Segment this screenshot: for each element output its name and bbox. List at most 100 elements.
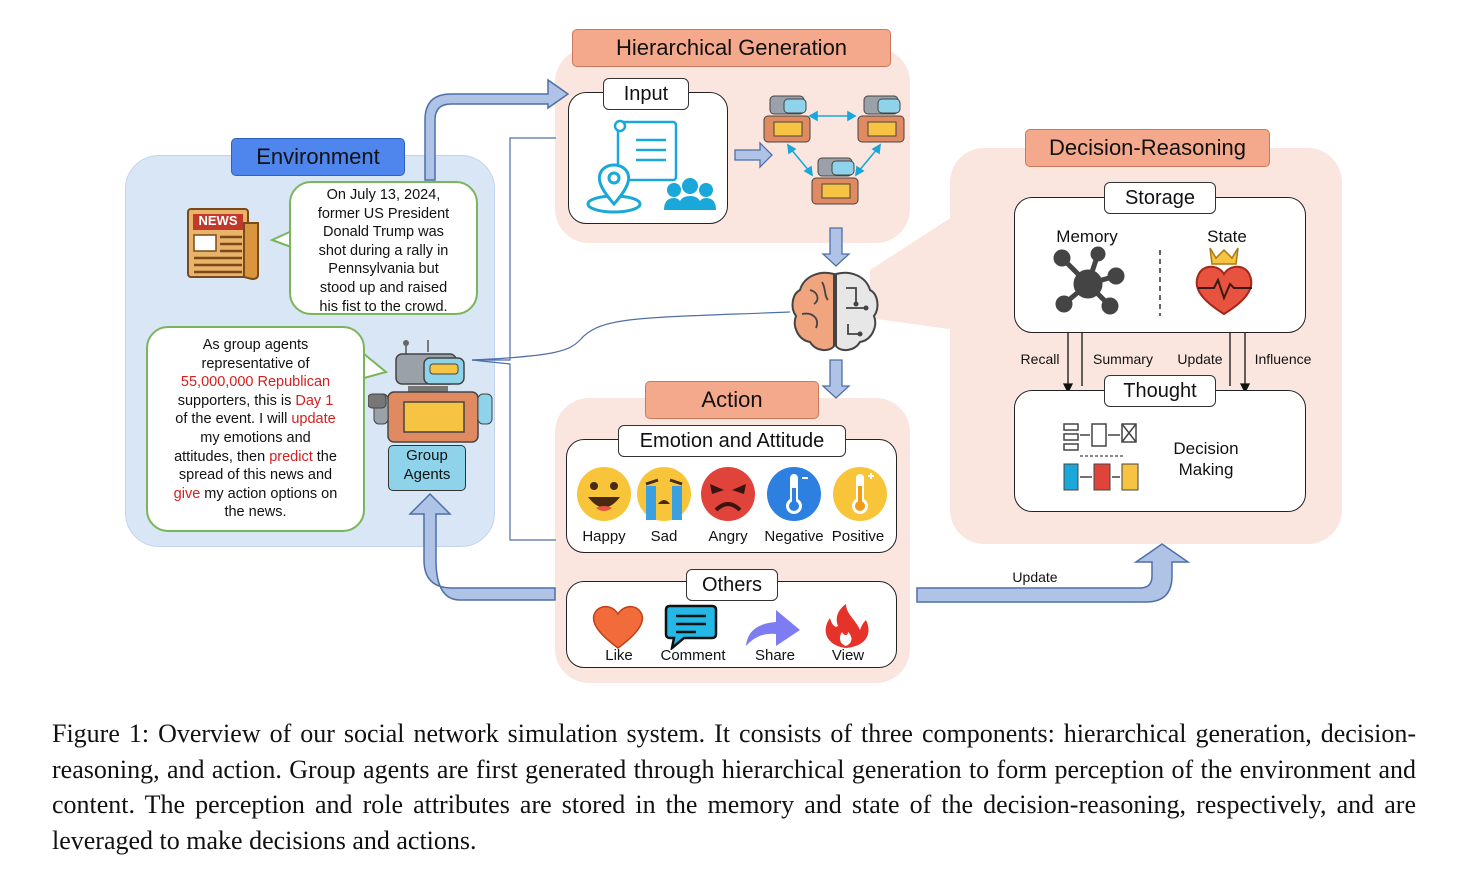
summary-label: Summary — [1093, 351, 1153, 367]
agent-bubble: As group agents representative of 55,000… — [146, 326, 365, 532]
agent-line: spread of this news and — [178, 467, 333, 484]
hierarchical-generation-title: Hierarchical Generation — [572, 29, 891, 67]
state-update-label: Update — [1177, 351, 1223, 367]
others-action-label: Like — [605, 647, 633, 664]
emotion-label: Positive — [831, 528, 885, 545]
agent-line-action — [471, 359, 556, 541]
thought-label: Thought — [1104, 375, 1216, 407]
agent-line: attitudes, then predict the — [148, 448, 363, 467]
others-action-label: Share — [754, 647, 796, 664]
agent-text: my action options on — [200, 485, 338, 502]
agent-text-highlight: Day 1 — [295, 392, 334, 409]
agent-line-brain — [471, 311, 791, 361]
emotion-label: Negative — [764, 528, 824, 545]
action-title: Action — [645, 381, 819, 419]
decision-reasoning-title: Decision-Reasoning — [1025, 129, 1270, 167]
storage-label: Storage — [1104, 182, 1216, 214]
news-line: Pennsylvania but — [328, 261, 439, 278]
agent-line: As group agents — [202, 337, 309, 353]
news-line: shot during a rally in — [318, 242, 449, 259]
storage-icons — [1053, 246, 1253, 316]
robot-network-arrows — [787, 110, 881, 177]
emotion-attitude-label: Emotion and Attitude — [618, 425, 846, 457]
others-action-label: View — [831, 647, 865, 664]
update-arrow — [916, 543, 1191, 603]
emotion-label: Sad — [650, 528, 678, 545]
decision-making-line: Decision — [1173, 439, 1239, 458]
others-label: Others — [686, 569, 778, 601]
news-bubble: On July 13, 2024, former US President Do… — [289, 181, 478, 315]
angry-icon — [701, 467, 755, 521]
group-agents-robot-icon — [368, 340, 493, 443]
group-agents-label-line: Group — [406, 447, 448, 464]
newspaper-icon — [187, 208, 259, 281]
agent-line-highlight: 55,000,000 Republican — [180, 374, 331, 391]
group-agents-box[interactable]: Group Agents — [388, 445, 466, 491]
happy-icon — [577, 467, 631, 521]
comment-icon — [664, 604, 718, 650]
figure-caption: Figure 1: Overview of our social network… — [52, 719, 1416, 855]
brain-funnel — [870, 215, 955, 330]
agent-text: of the event. I will — [175, 411, 292, 428]
positive-thermometer-icon — [833, 467, 887, 521]
like-heart-icon — [592, 605, 644, 649]
agent-text-highlight: update — [291, 411, 336, 428]
connector-layer — [408, 78, 1251, 603]
news-bubble-tail — [269, 229, 295, 249]
news-line: Donald Trump was — [323, 224, 444, 241]
news-line: his fist to the crowd. — [319, 298, 448, 315]
agent-text: supporters, this is — [177, 392, 296, 409]
memory-label: Memory — [1056, 227, 1118, 246]
news-icon-label: NEWS — [198, 213, 238, 228]
env-to-generation-arrow — [424, 78, 570, 181]
emotion-icons — [577, 467, 887, 521]
agent-line: the news. — [224, 504, 287, 521]
robot-network-icons — [763, 95, 905, 205]
robot-icon — [857, 95, 905, 143]
robot-icon — [763, 95, 811, 143]
agent-text-highlight: predict — [269, 448, 313, 465]
input-icons — [586, 119, 716, 214]
sad-icon — [637, 467, 691, 521]
agent-line: supporters, this is Day 1 — [148, 392, 363, 411]
view-fire-icon — [825, 604, 869, 648]
heart-state-icon — [1195, 247, 1253, 316]
state-label: State — [1207, 227, 1247, 246]
others-icons — [592, 604, 869, 650]
news-line: On July 13, 2024, — [326, 187, 441, 203]
action-to-agents-arrow — [408, 492, 556, 601]
brain-icon — [791, 271, 879, 352]
update-arrow-label: Update — [1012, 569, 1058, 585]
agent-text: the — [312, 448, 337, 465]
share-arrow-icon — [746, 610, 800, 646]
input-label: Input — [603, 78, 689, 110]
robot-icon — [811, 157, 859, 205]
decision-making-label: Decision Making — [1160, 438, 1252, 480]
agent-line: my emotions and — [200, 429, 311, 446]
recall-label: Recall — [1020, 351, 1060, 367]
emotion-label: Happy — [582, 528, 626, 545]
scroll-icon — [613, 119, 678, 182]
decision-making-line: Making — [1178, 460, 1234, 479]
agent-line: representative of — [201, 355, 310, 372]
emotion-label: Angry — [708, 528, 748, 545]
memory-network-icon — [1053, 246, 1125, 315]
input-to-robots-arrow — [734, 141, 773, 169]
influence-label: Influence — [1254, 351, 1312, 367]
people-icon — [664, 178, 716, 210]
agent-text-highlight: give — [173, 485, 201, 502]
decision-flow-icon — [1063, 423, 1139, 491]
negative-thermometer-icon — [767, 467, 821, 521]
agent-bubble-tail — [363, 353, 389, 379]
environment-title: Environment — [231, 138, 405, 176]
agent-line: of the event. I will update — [148, 410, 363, 429]
news-line: former US President — [317, 205, 450, 222]
agent-text: attitudes, then — [174, 448, 270, 465]
agent-line-generation — [472, 137, 556, 361]
news-line: stood up and raised — [319, 279, 448, 296]
agent-line: give my action options on — [148, 485, 363, 504]
others-action-label: Comment — [660, 647, 726, 664]
down-arrow-2 — [821, 359, 851, 399]
group-agents-label-line: Agents — [403, 466, 451, 483]
location-pin-icon — [586, 163, 642, 214]
